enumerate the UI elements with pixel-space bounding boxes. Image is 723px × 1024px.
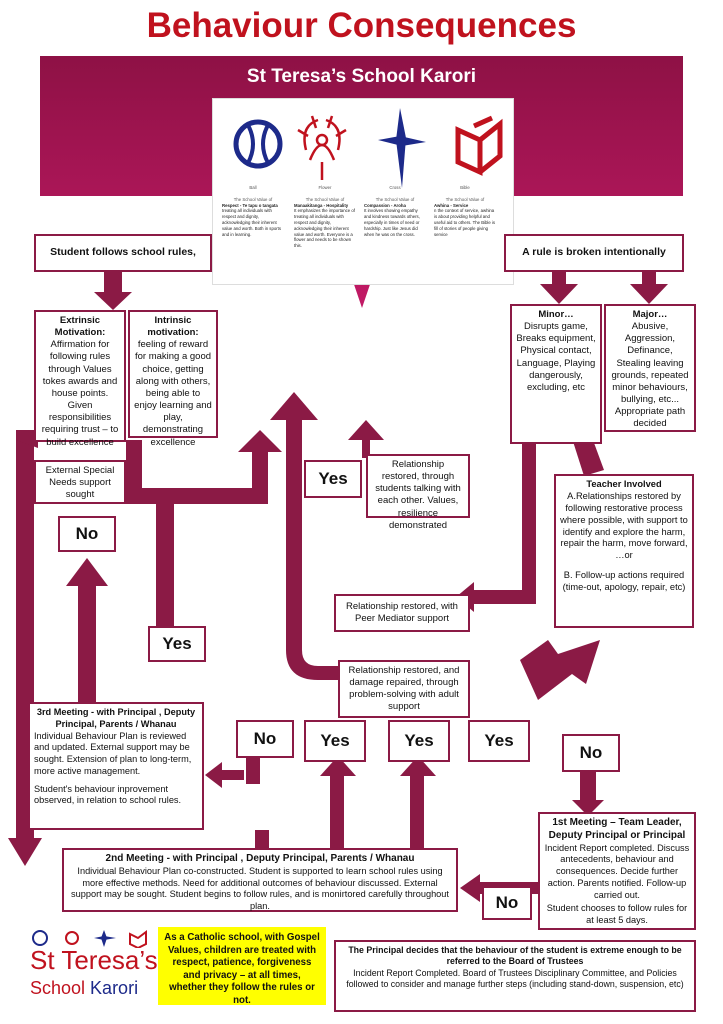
no-label-first: No	[482, 886, 532, 920]
no-label-third: No	[236, 720, 294, 758]
rule-broken-box: A rule is broken intentionally	[504, 234, 684, 272]
major-box: Major… Abusive, Aggression, Definance, S…	[604, 304, 696, 432]
logo-icons	[32, 930, 147, 948]
values-panel	[212, 98, 514, 285]
ball-icon	[32, 930, 48, 946]
school-name: St Teresa’s School Karori	[246, 66, 477, 87]
peer-mediator-box: Relationship restored, with Peer Mediato…	[334, 594, 470, 632]
second-meeting-box: 2nd Meeting - with Principal , Deputy Pr…	[62, 848, 458, 912]
yes-label-2: Yes	[388, 720, 450, 762]
intrinsic-box: Intrinsic motivation: feeling of reward …	[128, 310, 218, 448]
minor-box: Minor… Disrupts game, Breaks equipment, …	[510, 304, 602, 444]
value-hospitality: Flower The School Value of Manaakitanga …	[294, 185, 355, 249]
catholic-statement: As a Catholic school, with Gospel Values…	[158, 927, 326, 1006]
teacher-involved-box: Teacher Involved A.Relationships restore…	[554, 474, 694, 628]
principal-box: The Principal decides that the behaviour…	[334, 940, 696, 1012]
ball-icon	[233, 119, 283, 169]
logo-subname: School Karori	[30, 978, 139, 998]
no-label-external: No	[58, 516, 116, 552]
yes-label-3: Yes	[468, 720, 530, 762]
external-support-box: External Special Needs support sought	[34, 460, 126, 504]
value-respect: Ball The School Value of Respect - Te ta…	[222, 185, 281, 237]
value-compassion: Cross The School Value of Compassion - A…	[364, 185, 420, 237]
adult-support-box: Relationship restored, and damage repair…	[338, 660, 470, 718]
bible-icon	[455, 115, 503, 176]
flower-icon	[297, 115, 347, 180]
extrinsic-box: Extrinsic Motivation: Affirmation for fo…	[34, 310, 126, 448]
bible-icon	[129, 930, 147, 948]
logo-name: St Teresa’s	[30, 945, 158, 975]
third-meeting-box: 3rd Meeting - with Principal , Deputy Pr…	[28, 702, 204, 830]
flower-icon	[65, 931, 79, 945]
yes-label-1: Yes	[304, 720, 366, 762]
no-label-teacher: No	[562, 734, 620, 772]
yes-label-left: Yes	[148, 626, 206, 662]
relationship-talking-box: Relationship restored, through students …	[366, 454, 470, 531]
cross-icon	[378, 108, 426, 188]
cross-icon	[94, 930, 116, 947]
yes-label-talking: Yes	[304, 460, 362, 498]
first-meeting-box: 1st Meeting – Team Leader, Deputy Princi…	[538, 812, 696, 930]
page-title: Behaviour Consequences	[146, 6, 577, 45]
values-icons	[233, 108, 503, 188]
follows-rules-box: Student follows school rules,	[34, 234, 212, 272]
value-service: Bible The School Value of Awhina - Servi…	[434, 185, 496, 237]
